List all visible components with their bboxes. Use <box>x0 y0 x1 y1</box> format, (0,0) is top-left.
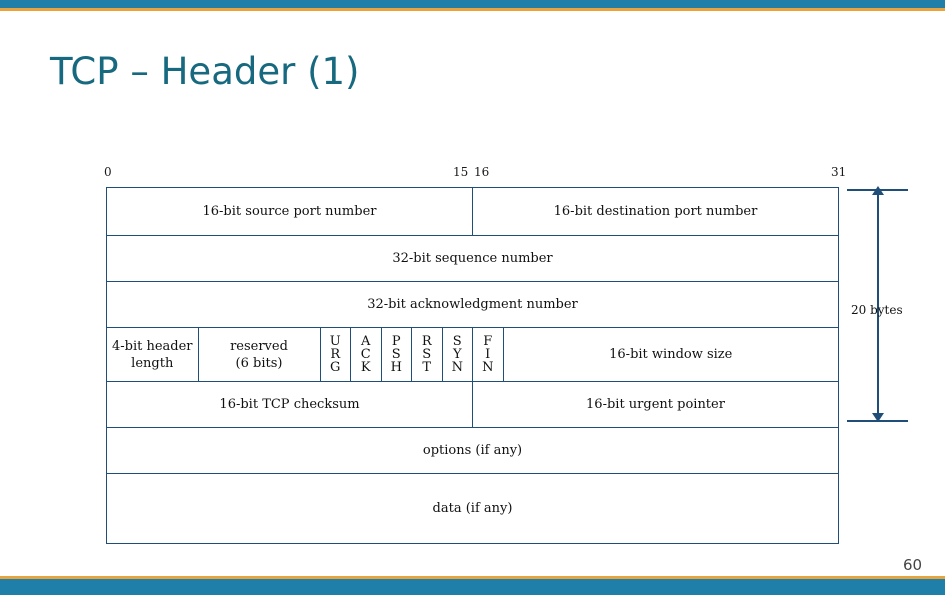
field-destination-port: 16-bit destination port number <box>472 187 839 236</box>
bracket-label: 20 bytes <box>851 303 903 317</box>
top-accent-bar-blue <box>0 0 945 8</box>
slide-number: 60 <box>903 556 923 574</box>
field-label: 16-bit window size <box>609 347 733 362</box>
bit-ruler-label-0: 0 <box>104 165 112 179</box>
table-row: 32-bit sequence number <box>106 235 839 282</box>
arrow-down-icon <box>872 413 884 422</box>
field-label: 16-bit source port number <box>202 204 377 219</box>
field-window-size: 16-bit window size <box>502 327 839 382</box>
top-accent-bar-gold <box>0 8 945 11</box>
field-tcp-checksum: 16-bit TCP checksum <box>106 381 473 428</box>
tcp-header-diagram: 16-bit source port number 16-bit destina… <box>106 187 839 544</box>
bit-ruler-label-16: 16 <box>474 165 490 179</box>
field-urgent-pointer: 16-bit urgent pointer <box>472 381 839 428</box>
arrow-up-icon <box>872 186 884 195</box>
bottom-accent-bar-gold <box>0 576 945 579</box>
table-row: options (if any) <box>106 427 839 474</box>
bottom-accent-bar-blue <box>0 579 945 595</box>
field-acknowledgment-number: 32-bit acknowledgment number <box>106 281 839 328</box>
field-options: options (if any) <box>106 427 839 474</box>
bit-ruler-label-15: 15 <box>453 165 469 179</box>
table-row: 16-bit source port number 16-bit destina… <box>106 187 839 236</box>
field-label: data (if any) <box>432 501 513 516</box>
field-label: options (if any) <box>422 443 523 458</box>
table-row: data (if any) <box>106 473 839 544</box>
table-row: 32-bit acknowledgment number <box>106 281 839 328</box>
field-data: data (if any) <box>106 473 839 544</box>
bracket-vertical-line <box>877 190 879 422</box>
field-label: 32-bit acknowledgment number <box>367 297 578 312</box>
field-label: 32-bit sequence number <box>392 251 553 266</box>
bit-ruler-label-31: 31 <box>831 165 847 179</box>
field-label: 16-bit destination port number <box>553 204 758 219</box>
field-label: 16-bit TCP checksum <box>219 397 360 412</box>
table-row: 16-bit TCP checksum 16-bit urgent pointe… <box>106 381 839 428</box>
field-sequence-number: 32-bit sequence number <box>106 235 839 282</box>
page-title: TCP – Header (1) <box>50 50 360 93</box>
field-label: 16-bit urgent pointer <box>586 397 725 412</box>
field-label: reserved(6 bits) <box>230 338 288 371</box>
field-source-port: 16-bit source port number <box>106 187 473 236</box>
field-reserved: reserved(6 bits) <box>197 327 321 382</box>
